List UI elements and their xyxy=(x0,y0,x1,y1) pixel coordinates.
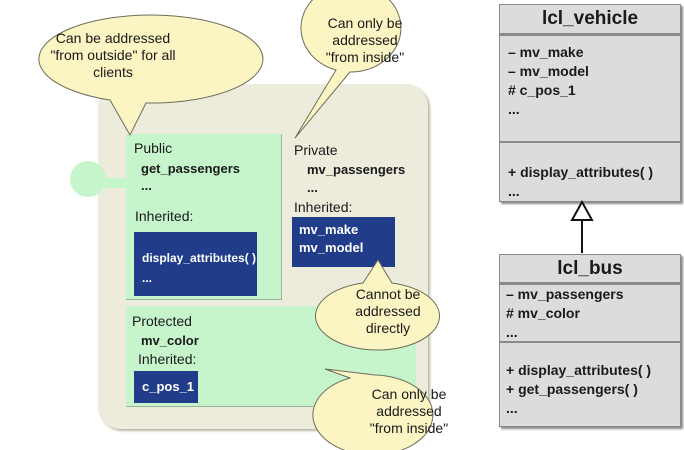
uml-class-lcl-bus: lcl_bus – mv_passengers # mv_color ... +… xyxy=(499,254,681,427)
uml-attributes: – mv_make – mv_model # c_pos_1 ... xyxy=(500,36,680,141)
uml-attribute: # mv_color xyxy=(506,305,580,321)
callout-public-line: Can be addressed xyxy=(55,30,171,46)
uml-methods: + display_attributes( ) ... xyxy=(500,143,680,201)
uml-attribute: – mv_passengers xyxy=(506,286,624,302)
callout-protected: Can only be addressed "from inside" xyxy=(349,386,469,437)
public-inherited-label: Inherited: xyxy=(135,208,194,224)
interface-connector xyxy=(90,178,130,188)
uml-attribute: ... xyxy=(508,101,520,117)
public-inherited-box: display_attributes( ) ... xyxy=(134,232,257,296)
callout-private-line: Can only be xyxy=(327,15,403,31)
callout-inherited-private: Cannot be addressed directly xyxy=(326,286,450,337)
callout-private-shape xyxy=(294,0,402,139)
interface-port-icon xyxy=(70,161,106,197)
uml-method: ... xyxy=(506,400,518,416)
public-inherited-item: ... xyxy=(142,271,153,285)
private-inherited-box: mv_make mv_model xyxy=(292,217,395,267)
uml-method: + display_attributes( ) xyxy=(508,164,654,180)
callout-private-line: addressed xyxy=(332,32,398,48)
protected-member: mv_color xyxy=(141,333,199,348)
inheritance-triangle xyxy=(570,199,594,221)
uml-attribute: – mv_make xyxy=(508,44,584,60)
uml-attribute: – mv_model xyxy=(508,63,589,79)
protected-inherited-box: c_pos_1 xyxy=(134,371,198,403)
callout-public-shape xyxy=(38,14,264,137)
public-member: get_passengers xyxy=(141,161,240,176)
callout-inherited-private-line: Cannot be xyxy=(355,286,421,302)
callout-public-line: clients xyxy=(93,64,133,80)
private-inherited-item: mv_model xyxy=(299,240,364,255)
callout-public-line: "from outside" for all xyxy=(50,47,176,63)
public-inherited-item: display_attributes( ) xyxy=(142,251,257,265)
uml-class-lcl-vehicle: lcl_vehicle – mv_make – mv_model # c_pos… xyxy=(499,4,681,202)
private-inherited-item: mv_make xyxy=(299,222,359,237)
callout-inherited-private-shape xyxy=(315,259,440,351)
uml-method: + get_passengers( ) xyxy=(506,381,638,397)
uml-attribute: # c_pos_1 xyxy=(508,82,576,98)
callout-inherited-private-line: addressed xyxy=(355,303,421,319)
protected-heading: Protected xyxy=(132,313,192,329)
callout-private: Can only be addressed "from inside" xyxy=(315,15,415,66)
uml-divider xyxy=(500,341,680,343)
callout-inherited-private-line: directly xyxy=(365,320,411,336)
uml-attributes: – mv_passengers # mv_color ... xyxy=(500,285,680,341)
uml-method: + display_attributes( ) xyxy=(506,362,652,378)
uml-class-name: lcl_bus xyxy=(500,255,680,285)
private-inherited-label: Inherited: xyxy=(294,199,353,215)
public-heading: Public xyxy=(134,140,173,156)
private-heading: Private xyxy=(294,142,338,158)
callout-private-line: "from inside" xyxy=(325,49,405,65)
uml-methods: + display_attributes( ) + get_passengers… xyxy=(500,343,680,418)
uml-class-name: lcl_vehicle xyxy=(500,5,680,36)
uml-attribute: ... xyxy=(506,324,518,340)
protected-inherited-label: Inherited: xyxy=(138,351,197,367)
callout-protected-line: Can only be xyxy=(371,386,447,402)
callout-public: Can be addressed "from outside" for all … xyxy=(8,30,218,81)
callout-protected-line: "from inside" xyxy=(369,420,449,436)
uml-method: ... xyxy=(508,183,520,199)
private-ellipsis: ... xyxy=(307,180,318,195)
callout-protected-line: addressed xyxy=(376,403,442,419)
private-member: mv_passengers xyxy=(307,162,406,177)
public-ellipsis: ... xyxy=(141,178,152,193)
uml-divider xyxy=(500,141,680,143)
callout-protected-shape xyxy=(312,368,434,450)
protected-inherited-item: c_pos_1 xyxy=(142,379,195,394)
